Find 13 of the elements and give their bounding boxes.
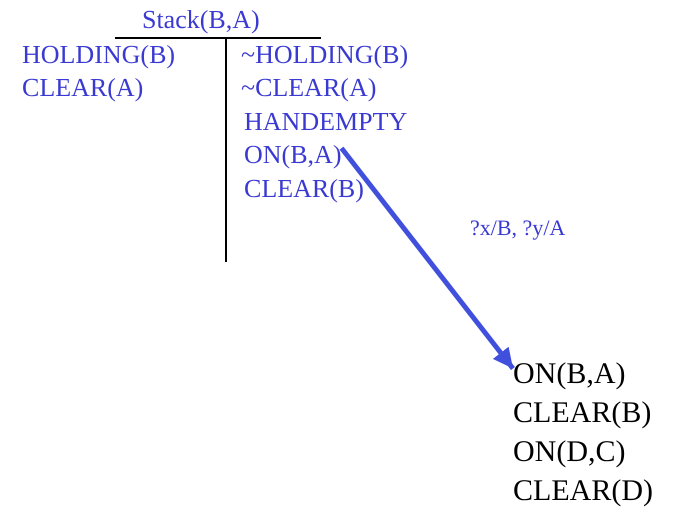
predicate-text: ~HOLDING(B) <box>241 41 408 70</box>
arrow <box>340 146 515 370</box>
predicate-text: HOLDING(B) <box>22 41 176 70</box>
predicate-text: ON(B,A) <box>244 141 342 170</box>
predicate-text: CLEAR(B) <box>513 396 652 429</box>
predicate-text: ~CLEAR(A) <box>241 74 376 103</box>
predicate-text: CLEAR(B) <box>244 175 364 204</box>
predicate-text: ON(D,C) <box>513 435 626 468</box>
predicate-text: ON(B,A) <box>513 357 626 390</box>
predicate-text: CLEAR(A) <box>22 74 144 103</box>
predicate-text: HANDEMPTY <box>244 108 408 137</box>
predicate-text: CLEAR(D) <box>513 474 653 507</box>
operator-name: Stack(B,A) <box>142 6 260 35</box>
